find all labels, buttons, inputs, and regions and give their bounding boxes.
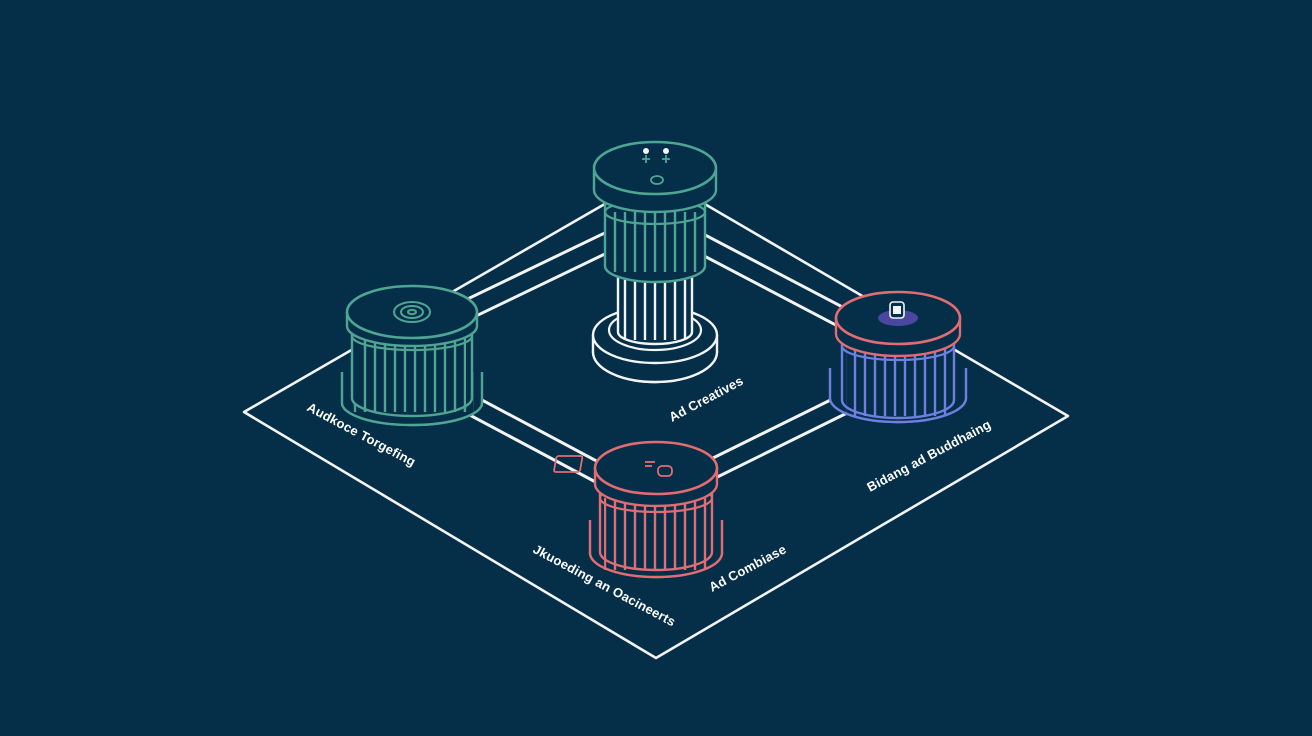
pillar-creatives xyxy=(591,140,719,384)
tube-creatives-bidding xyxy=(687,231,873,339)
target-rings-icon xyxy=(393,301,431,323)
pillar-analytics xyxy=(553,440,724,579)
tube-audience-analytics xyxy=(447,387,623,491)
floor-platform xyxy=(242,173,1070,660)
tube-audience-creatives xyxy=(439,229,623,329)
connector-tubes xyxy=(439,229,873,491)
monitor-icon xyxy=(553,455,673,477)
tube-analytics-bidding xyxy=(691,387,867,485)
figures-icon xyxy=(642,148,670,185)
label-bidding: Bidang ad Buddhaing xyxy=(864,417,993,495)
device-icon xyxy=(878,301,918,326)
pillar-bidding xyxy=(828,290,968,424)
pillar-audience xyxy=(340,284,484,427)
